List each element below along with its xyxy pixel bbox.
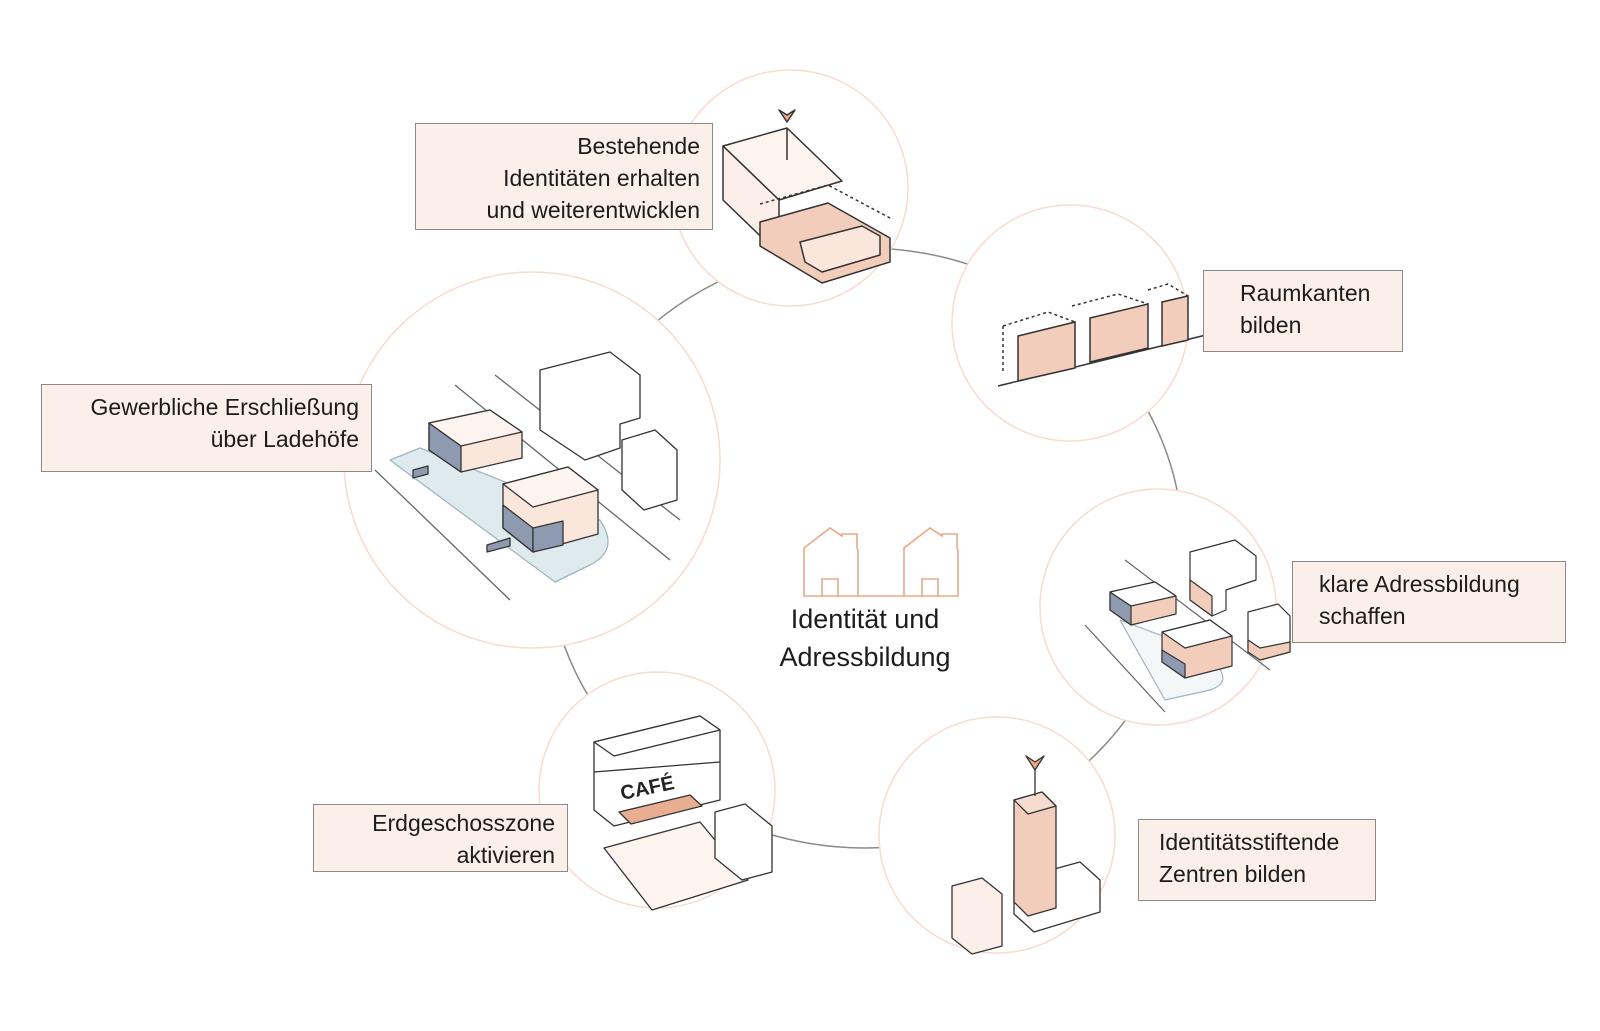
label-line: schaffen <box>1319 603 1406 629</box>
center-title-line: Adressbildung <box>779 642 951 672</box>
label-line: Gewerbliche Erschließung <box>90 394 359 420</box>
label-line: klare Adressbildung <box>1319 571 1520 597</box>
label-line: Identitäten erhalten <box>503 165 700 191</box>
addresses-illustration <box>1084 539 1291 713</box>
label-line: Identitätsstiftende <box>1159 829 1340 855</box>
label-line: Zentren bilden <box>1159 861 1307 887</box>
loading-yards-illustration <box>374 351 681 601</box>
label-clear-addresses: klare Adressbildung schaffen <box>1292 561 1566 643</box>
label-line: aktivieren <box>456 842 555 868</box>
label-line: Bestehende <box>577 133 700 159</box>
cafe-illustration: CAFÉ <box>593 715 773 911</box>
label-line: Raumkanten <box>1240 280 1371 306</box>
tower-illustration <box>951 755 1101 955</box>
label-commercial-access: Gewerbliche Erschließung über Ladehöfe <box>41 384 372 472</box>
edges-illustration <box>997 283 1207 387</box>
label-preserve-identities: Bestehende Identitäten erhalten und weit… <box>415 123 713 230</box>
label-line: über Ladehöfe <box>210 426 359 452</box>
label-identity-centers: Identitätsstiftende Zentren bilden <box>1138 819 1376 901</box>
existing-building-illustration <box>722 109 891 284</box>
two-houses-icon <box>803 527 959 597</box>
center-title: Identität und Adressbildung <box>740 600 990 676</box>
label-line: und weiterentwicklen <box>486 197 700 223</box>
label-spatial-edges: Raumkanten bilden <box>1203 270 1403 352</box>
label-activate-ground-floor: Erdgeschosszone aktivieren <box>313 804 568 872</box>
label-line: bilden <box>1240 312 1302 338</box>
label-line: Erdgeschosszone <box>372 810 555 836</box>
center-title-line: Identität und <box>790 604 940 634</box>
